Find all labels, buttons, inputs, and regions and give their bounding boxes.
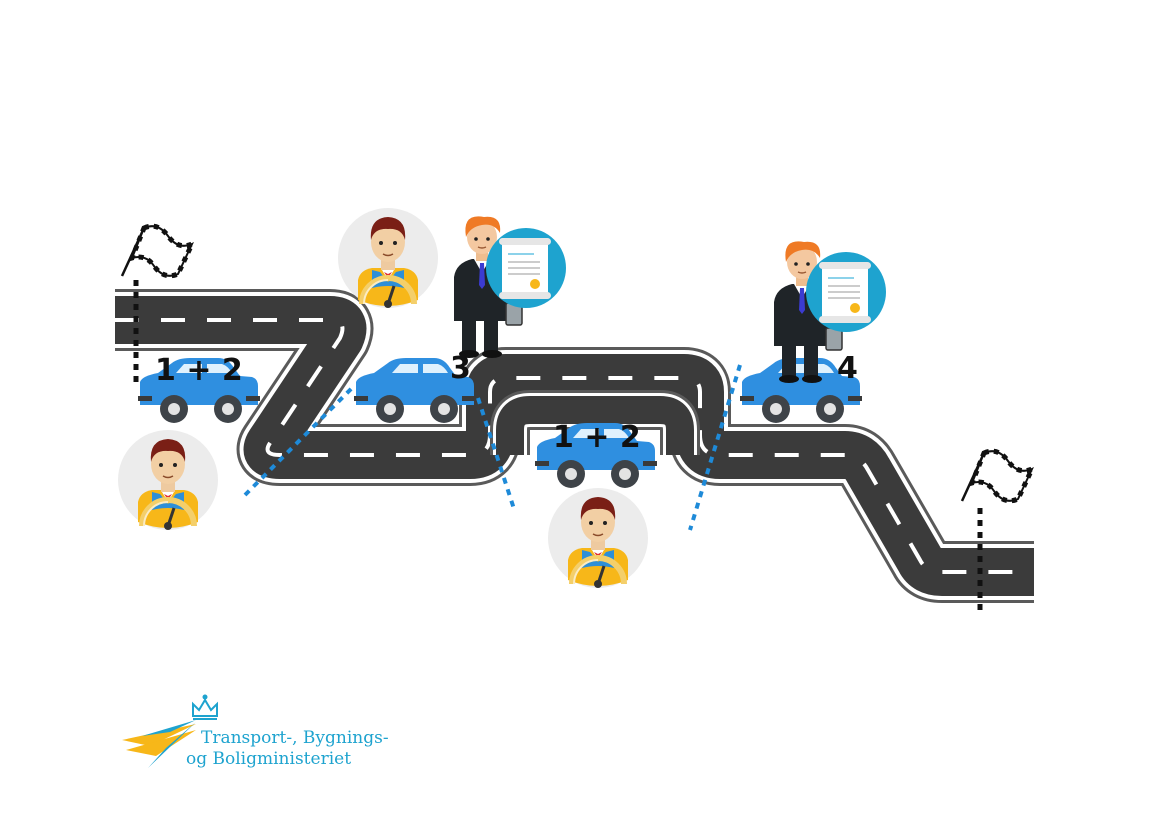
driver-avatar-icon <box>338 208 438 308</box>
certificate-icon <box>806 252 886 332</box>
stage-label-car-1: 1 + 2 <box>155 353 243 388</box>
ministry-logo: Transport-, Bygnings- og Boligministerie… <box>122 695 389 770</box>
stage-label-car-3: 1 + 2 <box>553 420 641 455</box>
driver-avatar-icon <box>118 430 218 530</box>
stage-label-car-4: 4 <box>837 351 858 386</box>
driver-avatar-icon <box>548 488 648 588</box>
logo-line-1: Transport-, Bygnings- <box>201 728 389 748</box>
crown-icon <box>193 695 217 720</box>
certificate-icon <box>486 228 566 308</box>
logo-line-2: og Boligministeriet <box>186 749 351 769</box>
start-flag-icon <box>122 226 192 276</box>
finish-flag-icon <box>962 451 1032 501</box>
